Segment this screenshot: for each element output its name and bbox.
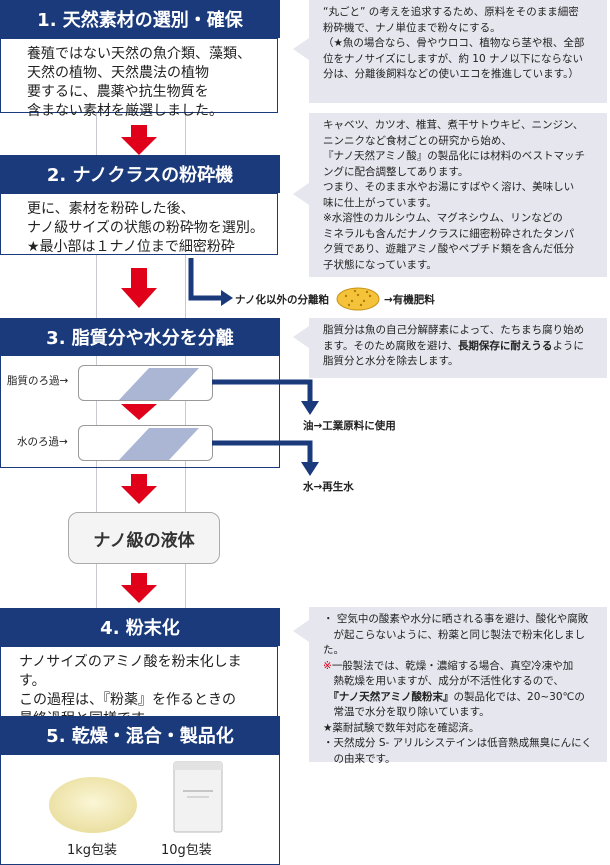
note-line: （★魚の場合なら、骨やウロコ、植物なら茎や根、全部 xyxy=(323,37,585,49)
step1-line: 天然の植物、天然農法の植物 xyxy=(27,65,209,81)
note-line: ※一般製法では、乾燥・濃縮する場合、真空冷凍や加 xyxy=(323,659,597,675)
water-filter-label: 水のろ過→ xyxy=(17,436,68,448)
note-line: ★薬耐試験で数年対応を確認済。 xyxy=(323,721,480,734)
note-line: の由来です。 xyxy=(323,752,396,765)
note-line: 味に仕上がっています。 xyxy=(323,196,437,209)
down-arrow-icon xyxy=(121,268,157,308)
note-line: 熱乾燥を用いますが、成分が不活性化するので、 xyxy=(323,675,564,687)
note-text: の製品化では、20~30℃の xyxy=(453,690,585,703)
note-line: ニンニクなど食材ごとの研究から始め、 xyxy=(323,134,512,147)
step4-title: 4. 粉末化 xyxy=(0,608,280,646)
step2-line: 更に、素材を粉砕した後、 xyxy=(27,201,195,217)
granules-icon xyxy=(336,287,380,311)
note-4: ・ 空気中の酸素や水分に晒される事を避け、酸化や腐敗 が起こらないように、粉薬と… xyxy=(309,607,607,765)
step2-line: ナノ級サイズの状態の粉砕物を選別。 xyxy=(27,220,264,236)
step4-line: この過程は、『粉薬』を作るときの xyxy=(19,692,236,708)
note-3: 脂質分は魚の自己分解酵素によって、たちまち腐り始め ます。そのため腐敗を避け、長… xyxy=(309,318,607,378)
product-10g-label: 10g包装 xyxy=(161,843,212,858)
note-line: 脂質分は魚の自己分解酵素によって、たちまち腐り始め xyxy=(323,324,585,336)
down-arrow-icon xyxy=(121,125,157,155)
note-pointer-icon xyxy=(293,38,309,60)
water-arrow-icon xyxy=(212,440,319,476)
note-line: ミネラルも含んだナノクラスに細密粉砕されたタンパ xyxy=(323,227,575,240)
residue-arrow-icon xyxy=(188,258,233,306)
step1-line: 養殖ではない天然の魚介類、藻類、 xyxy=(27,46,251,62)
note-emphasis: 長期保存に耐えうる xyxy=(457,339,553,352)
flow-line xyxy=(96,110,97,865)
note-line: ク質であり、遊離アミノ酸やペプチド類を含んだ低分 xyxy=(323,243,575,255)
down-arrow-icon xyxy=(121,573,157,603)
step1-line: 含まない素材を厳選しました。 xyxy=(27,103,223,119)
note-text: ように xyxy=(552,339,584,352)
note-line: ます。そのため腐敗を避け、長期保存に耐えうるように xyxy=(323,339,597,355)
residue-label: ナノ化以外の分離粕 xyxy=(235,294,329,306)
note-line: 常温で水分を取り除いています。 xyxy=(323,706,490,718)
nano-liquid-box: ナノ級の液体 xyxy=(68,512,220,564)
note-pointer-icon xyxy=(293,620,309,642)
water-output-label: 水→再生水 xyxy=(303,481,354,493)
note-pointer-icon xyxy=(293,183,309,205)
down-arrow-icon xyxy=(121,474,157,504)
note-line: ・ 空気中の酸素や水分に晒される事を避け、酸化や腐敗 xyxy=(323,613,589,625)
water-filter xyxy=(78,425,213,461)
note-line: 『ナノ天然アミノ酸』の製品化には材料のベストマッチ xyxy=(323,150,585,162)
lipid-filter-label: 脂質のろ過→ xyxy=(7,375,69,387)
powder-image xyxy=(49,777,137,833)
note-line: ・天然成分 S- アリルシステインは低音熟成無臭にんにく xyxy=(323,737,592,749)
note-text: 一般製法では、乾燥・濃縮する場合、真空冷凍や加 xyxy=(331,659,574,672)
step1-title: 1. 天然素材の選別・確保 xyxy=(0,0,280,38)
step4-body: ナノサイズのアミノ酸を粉末化します。 この過程は、『粉薬』を作るときの 最終過程… xyxy=(0,646,278,727)
note-line: 『ナノ天然アミノ酸粉末』の製品化では、20~30℃の xyxy=(323,690,597,706)
step5-body: 1kg包装 10g包装 xyxy=(0,754,280,865)
oil-label: 油→工業原料に使用 xyxy=(303,420,396,432)
fertilizer-label: →有機肥料 xyxy=(384,294,435,306)
step2-line: ★最小部は１ナノ位まで細密粉砕 xyxy=(27,239,235,255)
note-line: 脂質分と水分を除去します。 xyxy=(323,355,459,367)
down-arrow-icon xyxy=(121,404,157,420)
note-emphasis: 『ナノ天然アミノ酸粉末』 xyxy=(333,690,454,703)
note-line: 分は、分離後飼料などの使いエコを推進しています。） xyxy=(323,68,579,80)
flow-line xyxy=(185,110,186,865)
note-2: キャベツ、カツオ、椎茸、煮干サトウキビ、ニンジン、 ニンニクなど食材ごとの研究か… xyxy=(309,113,607,277)
note-line: 粉砕機で、ナノ単位まで粉々にする。 xyxy=(323,21,501,34)
note-line: “丸ごと” の考えを追求するため、原料をそのまま細密 xyxy=(323,6,579,18)
note-line: 位をナノサイズにしますが、約 10 ナノ以下にならない xyxy=(323,52,583,65)
note-line: つまり、そのまま水やお湯にすばやく溶け、美味しい xyxy=(323,181,575,193)
note-line: が起こらないように、粉薬と同じ製法で粉末化しました。 xyxy=(323,628,585,657)
note-text: ます。そのため腐敗を避け、 xyxy=(323,339,458,352)
step1-body: 養殖ではない天然の魚介類、藻類、 天然の植物、天然農法の植物 要するに、農薬や抗… xyxy=(0,38,278,119)
step5-title: 5. 乾燥・混合・製品化 xyxy=(0,716,280,754)
sachet-image xyxy=(173,761,223,833)
step3-title: 3. 脂質分や水分を分離 xyxy=(0,318,280,356)
note-mark: ※ xyxy=(323,659,332,672)
product-1kg-label: 1kg包装 xyxy=(67,843,118,858)
note-line: 子状態になっています。 xyxy=(323,258,437,271)
step1-line: 要するに、農薬や抗生物質を xyxy=(27,84,209,100)
step2-body: 更に、素材を粉砕した後、 ナノ級サイズの状態の粉砕物を選別。 ★最小部は１ナノ位… xyxy=(0,193,278,255)
note-1: “丸ごと” の考えを追求するため、原料をそのまま細密 粉砕機で、ナノ単位まで粉々… xyxy=(309,0,607,103)
note-line: キャベツ、カツオ、椎茸、煮干サトウキビ、ニンジン、 xyxy=(323,119,584,131)
note-pointer-icon xyxy=(293,326,309,348)
lipid-filter xyxy=(78,365,213,401)
note-line: ※水溶性のカルシウム、マグネシウム、リンなどの xyxy=(323,212,563,224)
step3-frame xyxy=(0,356,280,468)
note-line: ングに配合調整してあります。 xyxy=(323,165,469,178)
oil-arrow-icon xyxy=(212,379,319,415)
step4-line: ナノサイズのアミノ酸を粉末化します。 xyxy=(19,654,242,689)
step2-title: 2. ナノクラスの粉砕機 xyxy=(0,155,280,193)
